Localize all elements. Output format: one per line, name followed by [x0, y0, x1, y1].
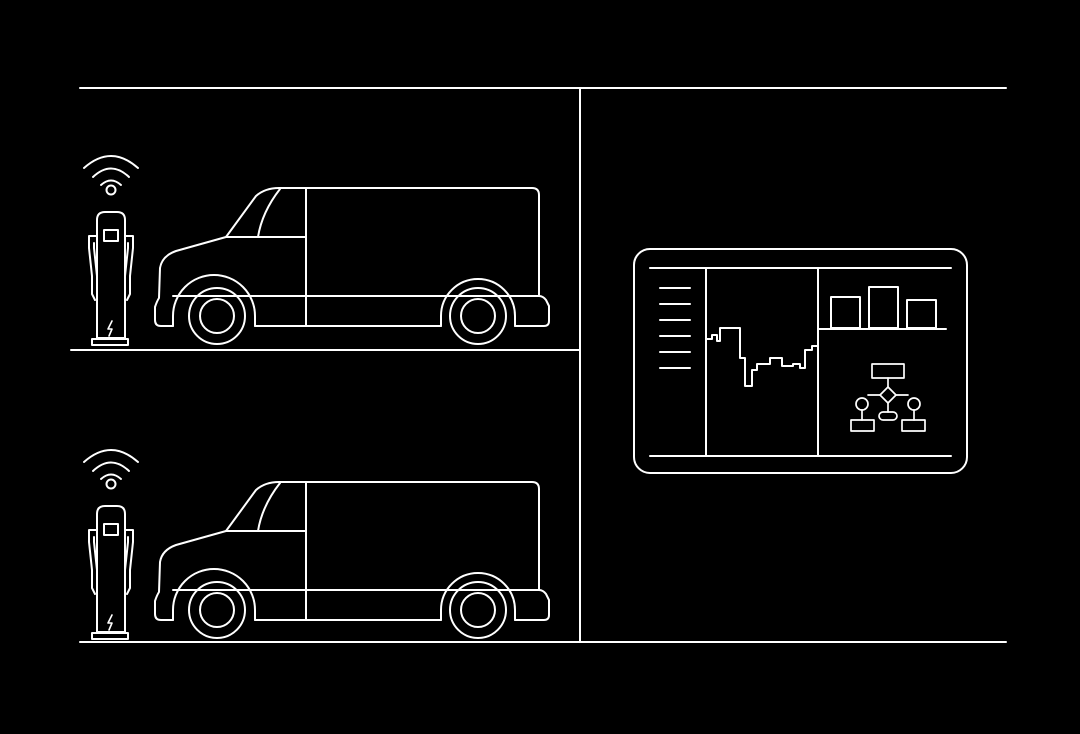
- ev-charging-station-icon: [83, 449, 139, 640]
- dashboard-flowchart: [851, 364, 925, 431]
- dashboard-monitor: [634, 249, 967, 473]
- lower-bay: [83, 449, 550, 640]
- electric-van-icon: [154, 187, 550, 345]
- dashboard-bar-chart: [818, 287, 946, 329]
- electric-van-icon: [154, 481, 550, 639]
- dashboard-sidebar-list: [660, 288, 690, 368]
- dashboard-line-chart: [707, 328, 818, 386]
- upper-bay: [83, 155, 550, 346]
- monitor-frame: [634, 249, 967, 473]
- ev-charging-station-icon: [83, 155, 139, 346]
